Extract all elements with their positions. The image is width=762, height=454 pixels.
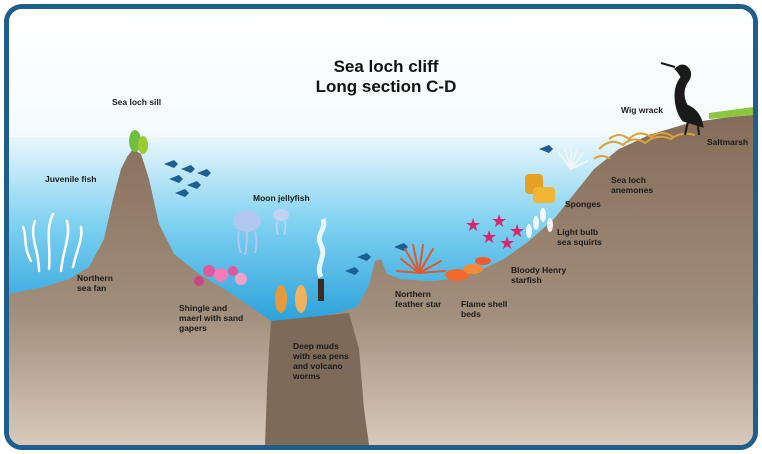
- label-northern-feather-star: Northern feather star: [395, 289, 441, 309]
- label-sea-loch-sill: Sea loch sill: [112, 97, 161, 107]
- label-deep-muds: Deep muds with sea pens and volcano worm…: [293, 341, 349, 381]
- svg-text:★: ★: [509, 221, 525, 242]
- label-shingle-maerl: Shingle and maerl with sand gapers: [179, 303, 243, 333]
- label-sponges: Sponges: [565, 199, 601, 209]
- label-light-bulb-sea-squirts: Light bulb sea squirts: [557, 227, 602, 247]
- label-flame-shell-beds: Flame shell beds: [461, 299, 507, 319]
- svg-text:★: ★: [465, 215, 481, 236]
- label-moon-jellyfish: Moon jellyfish: [253, 193, 310, 203]
- volcano-worm-icon: [318, 219, 324, 301]
- diagram-subtitle: Long section C-D: [9, 77, 758, 97]
- label-wig-wrack: Wig wrack: [621, 105, 663, 115]
- diagram-frame: ★ ★ ★ ★ ★: [4, 4, 758, 450]
- diagram-title: Sea loch cliff: [9, 57, 758, 77]
- label-saltmarsh: Saltmarsh: [707, 137, 748, 147]
- label-bloody-henry-starfish: Bloody Henry starfish: [511, 265, 566, 285]
- svg-text:★: ★: [491, 211, 507, 232]
- label-juvenile-fish: Juvenile fish: [45, 174, 97, 184]
- label-sea-loch-anemones: Sea loch anemones: [611, 175, 653, 195]
- label-northern-sea-fan: Northern sea fan: [77, 273, 113, 293]
